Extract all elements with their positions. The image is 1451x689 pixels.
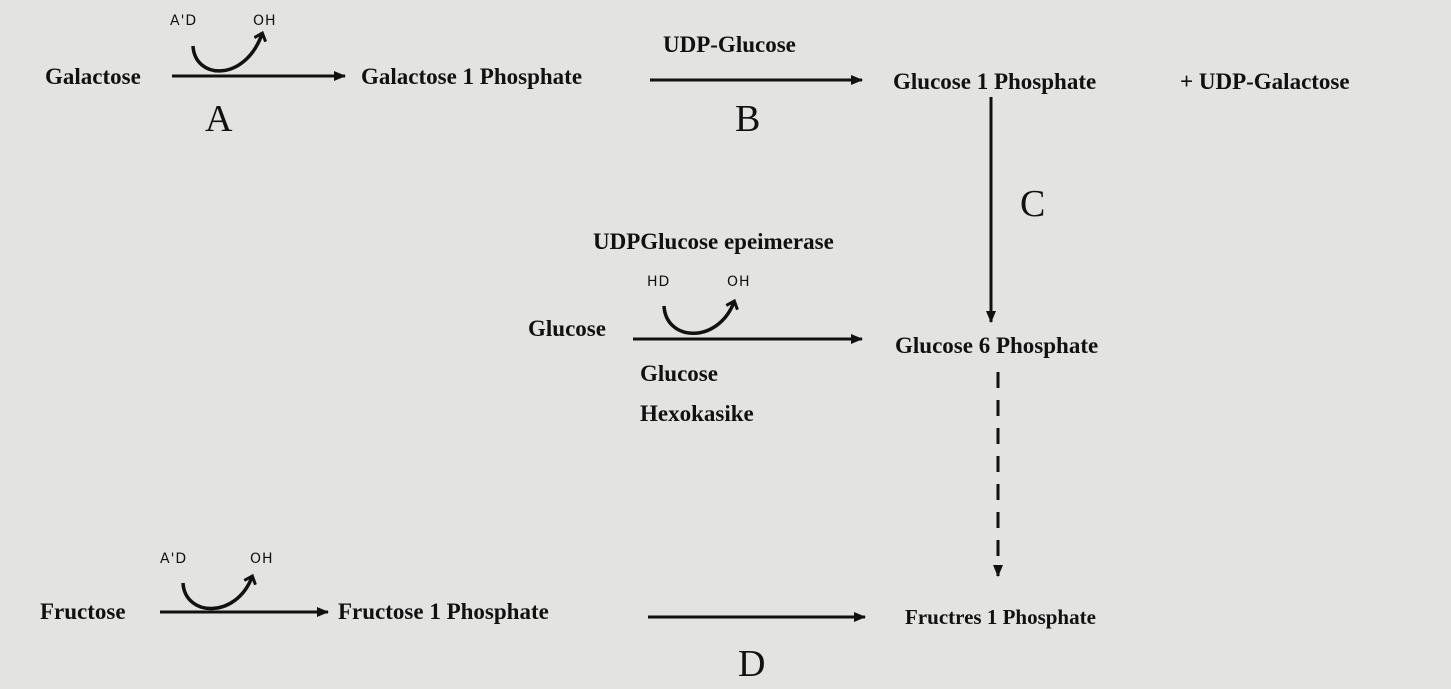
step-a-label: A [205,98,233,140]
cofactor-in-label: A'D [170,13,198,29]
glucose-1-phosphate-label: Glucose 1 Phosphate [893,69,1097,94]
hexokinase-label-line1: Glucose [640,361,718,386]
cofactor-out-label: OH [727,274,751,290]
curved-cofactor-arrow [181,577,252,611]
hexokinase-label-line2: Hexokasike [640,401,754,426]
curved-cofactor-arrow [662,302,734,335]
arrow-fructose-to-f1p [160,577,329,617]
glucose-6-phosphate-label: Glucose 6 Phosphate [895,333,1099,358]
glucose-label: Glucose [528,316,606,341]
udp-glucose-epimerase-label: UDPGlucose epeimerase [593,229,834,254]
curved-cofactor-arrow [191,34,262,73]
cofactor-in-label: A'D [160,551,188,567]
cofactor-in-label: HD [647,274,671,290]
cofactor-out-label: OH [250,551,274,567]
cofactor-out-label: OH [253,13,277,29]
step-c-label: C [1020,183,1046,225]
galactose-label: Galactose [45,64,141,89]
fructose-label: Fructose [40,599,126,624]
udp-galactose-label: + UDP-Galactose [1180,69,1350,94]
step-d-label: D [738,643,766,685]
arrow-glucose-to-glc6p [633,302,863,344]
arrow-galactose-to-g1p [172,34,346,81]
udp-glucose-label: UDP-Glucose [663,32,796,57]
step-b-label: B [735,98,761,140]
fructres-1-phosphate-label: Fructres 1 Phosphate [905,605,1096,629]
fructose-1-phosphate-label: Fructose 1 Phosphate [338,599,549,624]
galactose-1-phosphate-label: Galactose 1 Phosphate [361,64,583,89]
